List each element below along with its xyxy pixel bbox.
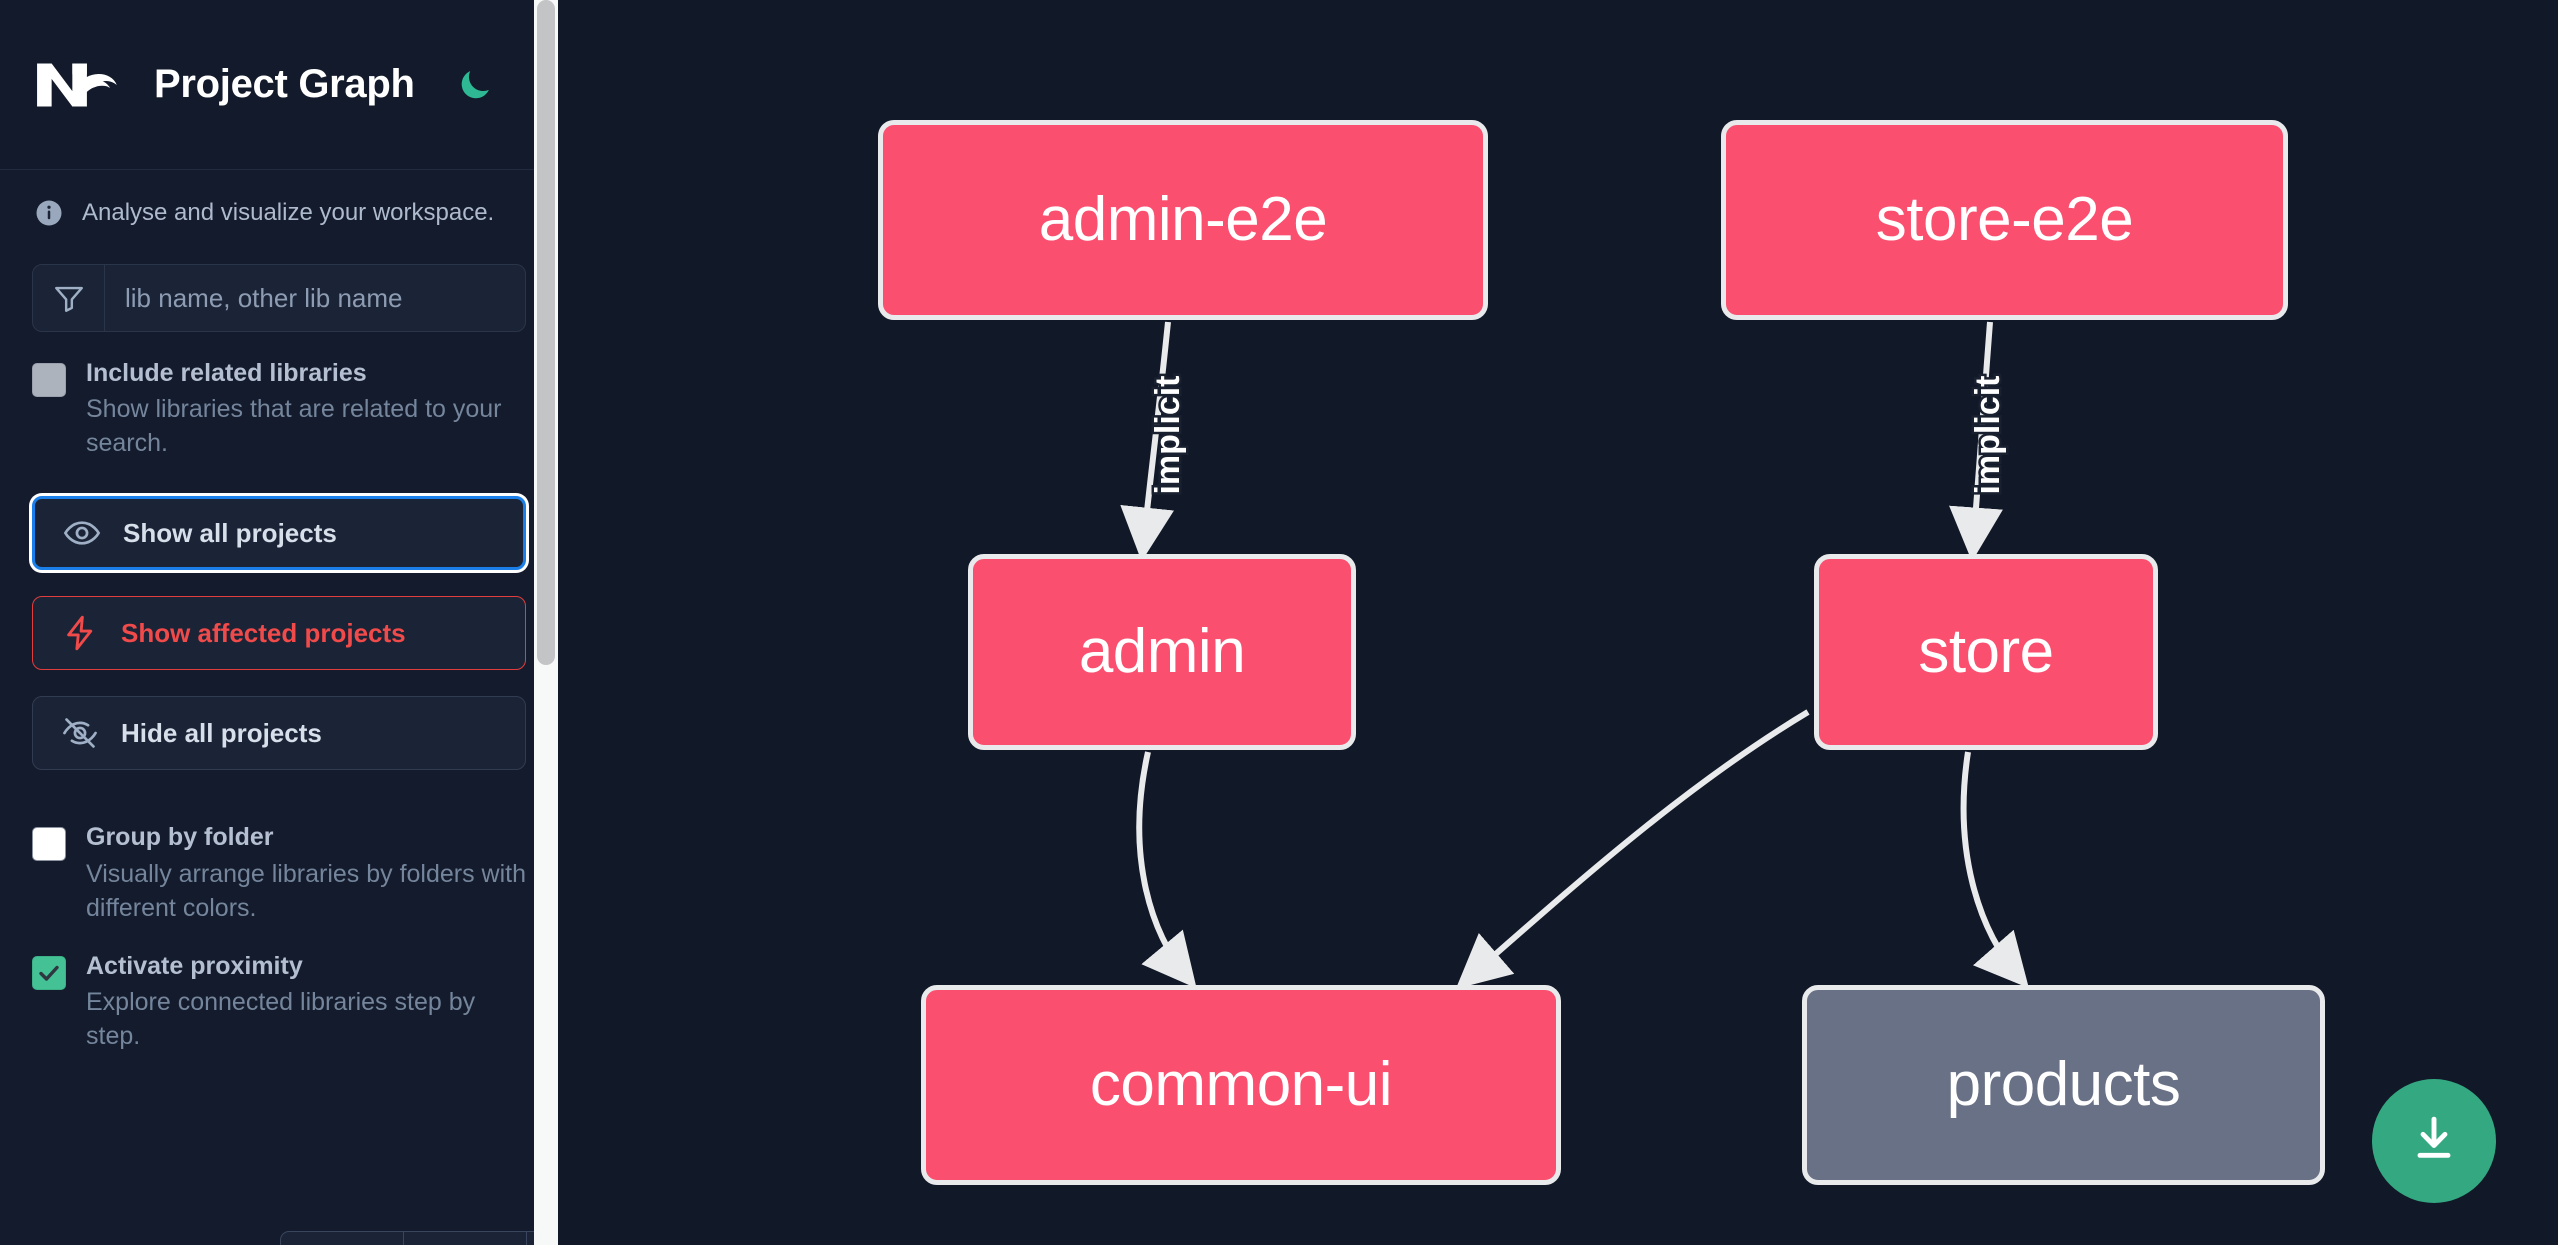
analyse-banner: Analyse and visualize your workspace. xyxy=(0,170,558,254)
include-related-libraries-checkbox[interactable] xyxy=(32,363,66,397)
eye-icon xyxy=(63,514,101,552)
option-include-related-libraries[interactable]: Include related libraries Show libraries… xyxy=(0,332,558,460)
edge-store-products xyxy=(1960,751,2029,989)
hide-all-projects-label: Hide all projects xyxy=(121,717,322,748)
graph-node-label: admin-e2e xyxy=(1038,185,1328,254)
group-by-folder-checkbox[interactable] xyxy=(32,827,66,862)
filter-funnel-icon xyxy=(33,265,105,331)
edge-label-store-e2e-store: implicit xyxy=(1966,373,2009,497)
group-by-folder-description: Visually arrange libraries by folders wi… xyxy=(86,859,527,922)
graph-node-label: products xyxy=(1946,1050,2181,1119)
activate-proximity-description: Explore connected libraries step by step… xyxy=(86,987,476,1050)
proximity-segmented-control[interactable] xyxy=(280,1231,558,1245)
download-icon xyxy=(2406,1111,2462,1172)
sidebar-body: Analyse and visualize your workspace. In… xyxy=(0,170,558,1053)
graph-node-label: store-e2e xyxy=(1875,185,2134,254)
search-field[interactable] xyxy=(32,264,526,332)
svg-text:implicit: implicit xyxy=(1969,375,2007,494)
show-affected-projects-label: Show affected projects xyxy=(121,617,406,648)
svg-text:implicit: implicit xyxy=(1149,375,1187,494)
proximity-segment-2[interactable] xyxy=(404,1232,527,1245)
graph-node-label: common-ui xyxy=(1089,1050,1393,1119)
sidebar-scrollbar-track[interactable] xyxy=(534,0,558,1245)
group-by-folder-label: Group by folder xyxy=(86,823,274,852)
graph-node-label: store xyxy=(1918,617,2054,686)
include-related-libraries-description: Show libraries that are related to your … xyxy=(86,395,502,458)
show-all-projects-button[interactable]: Show all projects xyxy=(32,496,526,571)
app-title: Project Graph xyxy=(154,62,415,106)
graph-node-admin-e2e[interactable]: admin-e2e xyxy=(878,120,1488,320)
edge-label-admin-e2e-admin: implicit xyxy=(1146,373,1189,497)
graph-node-products[interactable]: products xyxy=(1802,985,2325,1185)
analyse-text: Analyse and visualize your workspace. xyxy=(82,199,495,226)
graph-node-store-e2e[interactable]: store-e2e xyxy=(1721,120,2288,320)
info-icon xyxy=(34,198,64,228)
eye-off-icon xyxy=(61,714,99,752)
option-activate-proximity[interactable]: Activate proximity Explore connected lib… xyxy=(0,925,558,1053)
sidebar-scrollbar-thumb[interactable] xyxy=(537,0,555,665)
show-affected-projects-button[interactable]: Show affected projects xyxy=(32,596,526,671)
edge-admin-common-ui xyxy=(1136,751,1197,989)
edge-store-common-ui xyxy=(1455,709,1810,989)
graph-node-common-ui[interactable]: common-ui xyxy=(921,985,1561,1185)
edge-admin-e2e-admin xyxy=(1120,321,1175,562)
projects-button-group: Show all projects Show affected projects xyxy=(32,496,526,771)
graph-node-admin[interactable]: admin xyxy=(968,554,1356,750)
sidebar-header: Project Graph xyxy=(0,0,558,170)
proximity-segment-1[interactable] xyxy=(281,1232,404,1245)
graph-canvas[interactable]: implicit implicit admin-e2e store-e2e ad… xyxy=(558,0,2558,1245)
activate-proximity-label: Activate proximity xyxy=(86,951,303,980)
download-image-button[interactable] xyxy=(2372,1079,2496,1203)
moon-icon[interactable] xyxy=(453,63,497,107)
sidebar: Project Graph Analyse and visualize your… xyxy=(0,0,558,1245)
include-related-libraries-label: Include related libraries xyxy=(86,359,367,387)
lightning-bolt-icon xyxy=(61,614,99,652)
search-input[interactable] xyxy=(105,265,525,331)
nx-logo-icon xyxy=(34,54,126,116)
graph-edges: implicit implicit xyxy=(1120,321,2029,989)
show-all-projects-label: Show all projects xyxy=(123,517,337,548)
graph-node-label: admin xyxy=(1078,617,1246,686)
edge-store-e2e-store xyxy=(1949,321,2003,562)
hide-all-projects-button[interactable]: Hide all projects xyxy=(32,696,526,771)
graph-node-store[interactable]: store xyxy=(1814,554,2158,750)
option-group-by-folder[interactable]: Group by folder Visually arrange librari… xyxy=(0,796,558,924)
activate-proximity-checkbox[interactable] xyxy=(32,955,66,990)
